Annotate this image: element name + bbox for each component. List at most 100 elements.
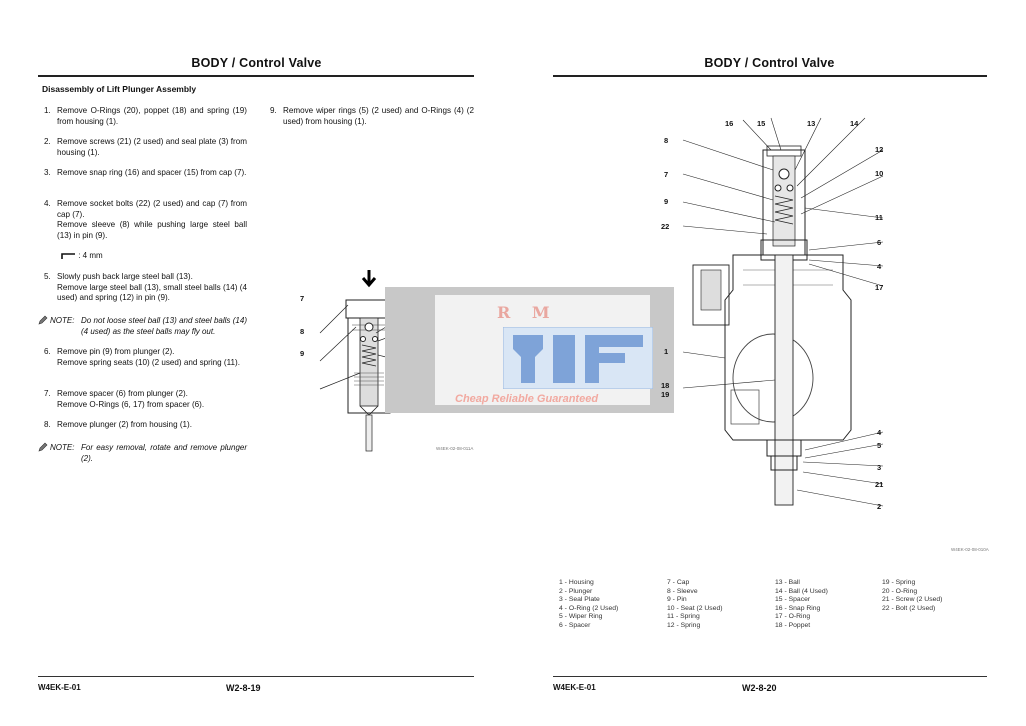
watermark-text: Cheap Reliable Guaranteed	[455, 393, 599, 405]
callout-14: 14	[850, 119, 859, 128]
wrench-size: : 4 mm	[60, 251, 103, 260]
callout-1: 1	[664, 347, 669, 356]
watermark: R M Cheap Reliable Guaranteed	[385, 287, 674, 413]
footer-rule	[38, 676, 474, 677]
callout-2: 2	[877, 502, 882, 511]
note-text: For easy removal, rotate and remove plun…	[81, 443, 247, 463]
legend-item: 21 - Screw (2 Used)	[882, 596, 943, 604]
step-text: Slowly push back large steel ball (13).	[57, 272, 193, 281]
legend-item: 18 - Poppet	[775, 621, 811, 629]
legend-item: 1 - Housing	[559, 579, 594, 586]
page-number: W2-8-20	[742, 683, 777, 693]
note-1: NOTE: Do not loose steel ball (13) and s…	[38, 315, 247, 337]
note-text: Do not loose steel ball (13) and steel b…	[81, 316, 247, 336]
legend-item: 13 - Ball	[775, 579, 800, 586]
legend-item: 5 - Wiper Ring	[559, 613, 603, 621]
step-text: Remove screws (21) (2 used) and seal pla…	[57, 137, 247, 157]
note-2: NOTE: For easy removal, rotate and remov…	[38, 442, 247, 464]
legend-column-2: 7 - Cap 8 - Sleeve 9 - Pin 10 - Seat (2 …	[667, 579, 723, 631]
legend-item: 11 - Spring	[667, 613, 700, 621]
note-label: NOTE:	[50, 443, 75, 452]
legend-item: 22 - Bolt (2 Used)	[882, 604, 936, 612]
step-number: 3.	[44, 168, 51, 177]
step-number: 5.	[44, 272, 51, 281]
step-text: Remove wiper rings (5) (2 used) and O-Ri…	[283, 106, 474, 126]
step-2: 2. Remove screws (21) (2 used) and seal …	[44, 137, 247, 158]
step-text-continued: Remove spring seats (10) (2 used) and sp…	[57, 357, 240, 367]
legend-item: 8 - Sleeve	[667, 587, 698, 595]
callout-10: 10	[875, 169, 884, 178]
legend-item: 3 - Seal Plate	[559, 596, 600, 604]
legend-item: 12 - Spring	[667, 621, 701, 629]
figure-code: W4EK-02-08-011A	[436, 446, 474, 451]
legend-item: 20 - O-Ring	[882, 587, 918, 595]
callout-8: 8	[300, 327, 305, 336]
header-rule	[38, 75, 474, 77]
hex-wrench-icon	[61, 253, 75, 259]
step-9: 9. Remove wiper rings (5) (2 used) and O…	[270, 106, 474, 127]
callout-9: 9	[300, 349, 305, 358]
legend-column-1: 1 - Housing 2 - Plunger 3 - Seal Plate 4…	[559, 579, 618, 631]
step-number: 7.	[44, 389, 51, 398]
step-text-continued: Remove sleeve (8) while pushing large st…	[57, 220, 247, 240]
legend-item: 15 - Spacer	[775, 596, 811, 604]
step-text: Remove socket bolts (22) (2 used) and ca…	[57, 199, 247, 219]
step-5: 5. Slowly push back large steel ball (13…	[44, 272, 247, 304]
legend-item: 17 - O-Ring	[775, 613, 811, 621]
legend-item: 16 - Snap Ring	[775, 604, 821, 612]
footer-code: W4EK-E-01	[38, 683, 81, 692]
callout-21: 21	[875, 480, 884, 489]
step-text: Remove snap ring (16) and spacer (15) fr…	[57, 168, 247, 177]
legend-item: 4 - O-Ring (2 Used)	[559, 604, 619, 612]
legend-column-3: 13 - Ball 14 - Ball (4 Used) 15 - Spacer…	[775, 579, 828, 631]
step-1: 1. Remove O-Rings (20), poppet (18) and …	[44, 106, 247, 127]
step-3: 3. Remove snap ring (16) and spacer (15)…	[44, 168, 247, 179]
callout-9: 9	[664, 197, 669, 206]
callout-17: 17	[875, 283, 884, 292]
callout-4: 4	[877, 262, 882, 271]
step-text: Remove plunger (2) from housing (1).	[57, 420, 192, 429]
callout-15: 15	[757, 119, 766, 128]
callout-22: 22	[661, 222, 670, 231]
step-text: Remove spacer (6) from plunger (2).	[57, 389, 188, 398]
step-6: 6. Remove pin (9) from plunger (2). Remo…	[44, 347, 247, 368]
callout-4b: 4	[877, 428, 882, 437]
step-number: 4.	[44, 199, 51, 208]
legend-item: 14 - Ball (4 Used)	[775, 587, 828, 595]
pencil-icon	[38, 442, 48, 452]
callout-18: 18	[661, 381, 670, 390]
callout-5: 5	[877, 441, 882, 450]
callout-3: 3	[877, 463, 882, 472]
callout-11: 11	[875, 213, 883, 222]
callout-16: 16	[725, 119, 734, 128]
legend-item: 2 - Plunger	[559, 587, 593, 595]
section-heading: Disassembly of Lift Plunger Assembly	[42, 84, 197, 94]
watermark-panel: R M Cheap Reliable Guaranteed	[435, 295, 653, 405]
watermark-logo-icon	[503, 327, 653, 389]
watermark-logo-text: R M	[497, 303, 558, 322]
pencil-icon	[38, 315, 48, 325]
header-rule	[553, 75, 987, 77]
callout-12: 12	[875, 145, 884, 154]
step-text-continued: Remove large steel ball (13), small stee…	[57, 282, 247, 303]
step-7: 7. Remove spacer (6) from plunger (2). R…	[44, 389, 247, 410]
step-number: 2.	[44, 137, 51, 146]
step-8: 8. Remove plunger (2) from housing (1).	[44, 420, 247, 431]
callout-6: 6	[877, 238, 882, 247]
legend-item: 10 - Seat (2 Used)	[667, 604, 723, 612]
legend-item: 6 - Spacer	[559, 621, 591, 629]
right-page: BODY / Control Valve	[513, 0, 1026, 726]
legend-item: 9 - Pin	[667, 596, 687, 604]
step-number: 1.	[44, 106, 51, 115]
wrench-size-label: : 4 mm	[78, 251, 103, 260]
step-text: Remove pin (9) from plunger (2).	[57, 347, 175, 356]
step-number: 8.	[44, 420, 51, 429]
page-title: BODY / Control Valve	[191, 56, 322, 70]
callout-19: 19	[661, 390, 670, 399]
legend-item: 7 - Cap	[667, 579, 690, 586]
callout-13: 13	[807, 119, 816, 128]
callout-7: 7	[664, 170, 669, 179]
figure-code: W4EK-02-08-010A	[951, 547, 989, 552]
step-4: 4. Remove socket bolts (22) (2 used) and…	[44, 199, 247, 241]
step-number: 6.	[44, 347, 51, 356]
